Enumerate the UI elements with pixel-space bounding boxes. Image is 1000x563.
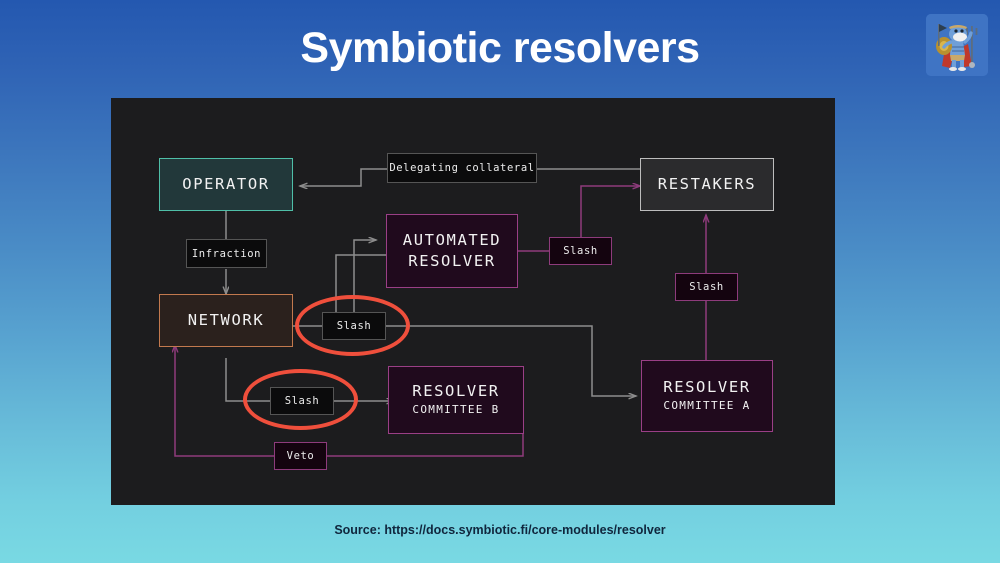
node-resolver-committee-a[interactable]: RESOLVER COMMITTEE A [641,360,773,432]
label-slash-network-text: Slash [336,320,372,332]
node-resolver-committee-a-subtitle: COMMITTEE A [663,399,751,413]
label-veto[interactable]: Veto [274,442,327,470]
label-slash-committee-b[interactable]: Slash [270,387,334,415]
page-title: Symbiotic resolvers [300,24,700,72]
node-automated-resolver-subtitle: RESOLVER [408,252,496,270]
node-operator-title: OPERATOR [182,175,270,194]
source-caption: Source: https://docs.symbiotic.fi/core-m… [334,523,666,537]
label-slash-committee-a-text: Slash [689,281,724,293]
label-slash-automated-text: Slash [563,245,598,257]
node-restakers[interactable]: RESTAKERS [640,158,774,211]
warrior-avatar-logo [926,14,988,76]
node-resolver-committee-b-title: RESOLVER [412,382,500,401]
node-automated-resolver[interactable]: AUTOMATED RESOLVER [386,214,518,288]
diagram-panel: OPERATOR NETWORK RESTAKERS AUTOMATED RES… [111,98,835,505]
label-slash-network[interactable]: Slash [322,312,386,340]
node-network-title: NETWORK [187,311,265,330]
node-automated-resolver-title: AUTOMATED [402,231,502,250]
label-slash-automated[interactable]: Slash [549,237,612,265]
node-restakers-title: RESTAKERS [657,175,757,194]
label-slash-committee-b-text: Slash [284,395,320,407]
label-slash-committee-a[interactable]: Slash [675,273,738,301]
label-delegating-collateral-text: Delegating collateral [389,162,535,174]
label-infraction-text: Infraction [191,247,262,260]
node-resolver-committee-b-subtitle: COMMITTEE B [412,403,500,417]
label-infraction[interactable]: Infraction [186,239,267,268]
node-operator[interactable]: OPERATOR [159,158,293,211]
warrior-avatar-icon [926,14,988,76]
node-resolver-committee-b[interactable]: RESOLVER COMMITTEE B [388,366,524,434]
diagram-connectors [111,168,835,457]
node-network[interactable]: NETWORK [159,294,293,347]
label-veto-text: Veto [286,450,315,462]
node-resolver-committee-a-title: RESOLVER [663,378,751,397]
label-delegating-collateral[interactable]: Delegating collateral [387,153,537,183]
